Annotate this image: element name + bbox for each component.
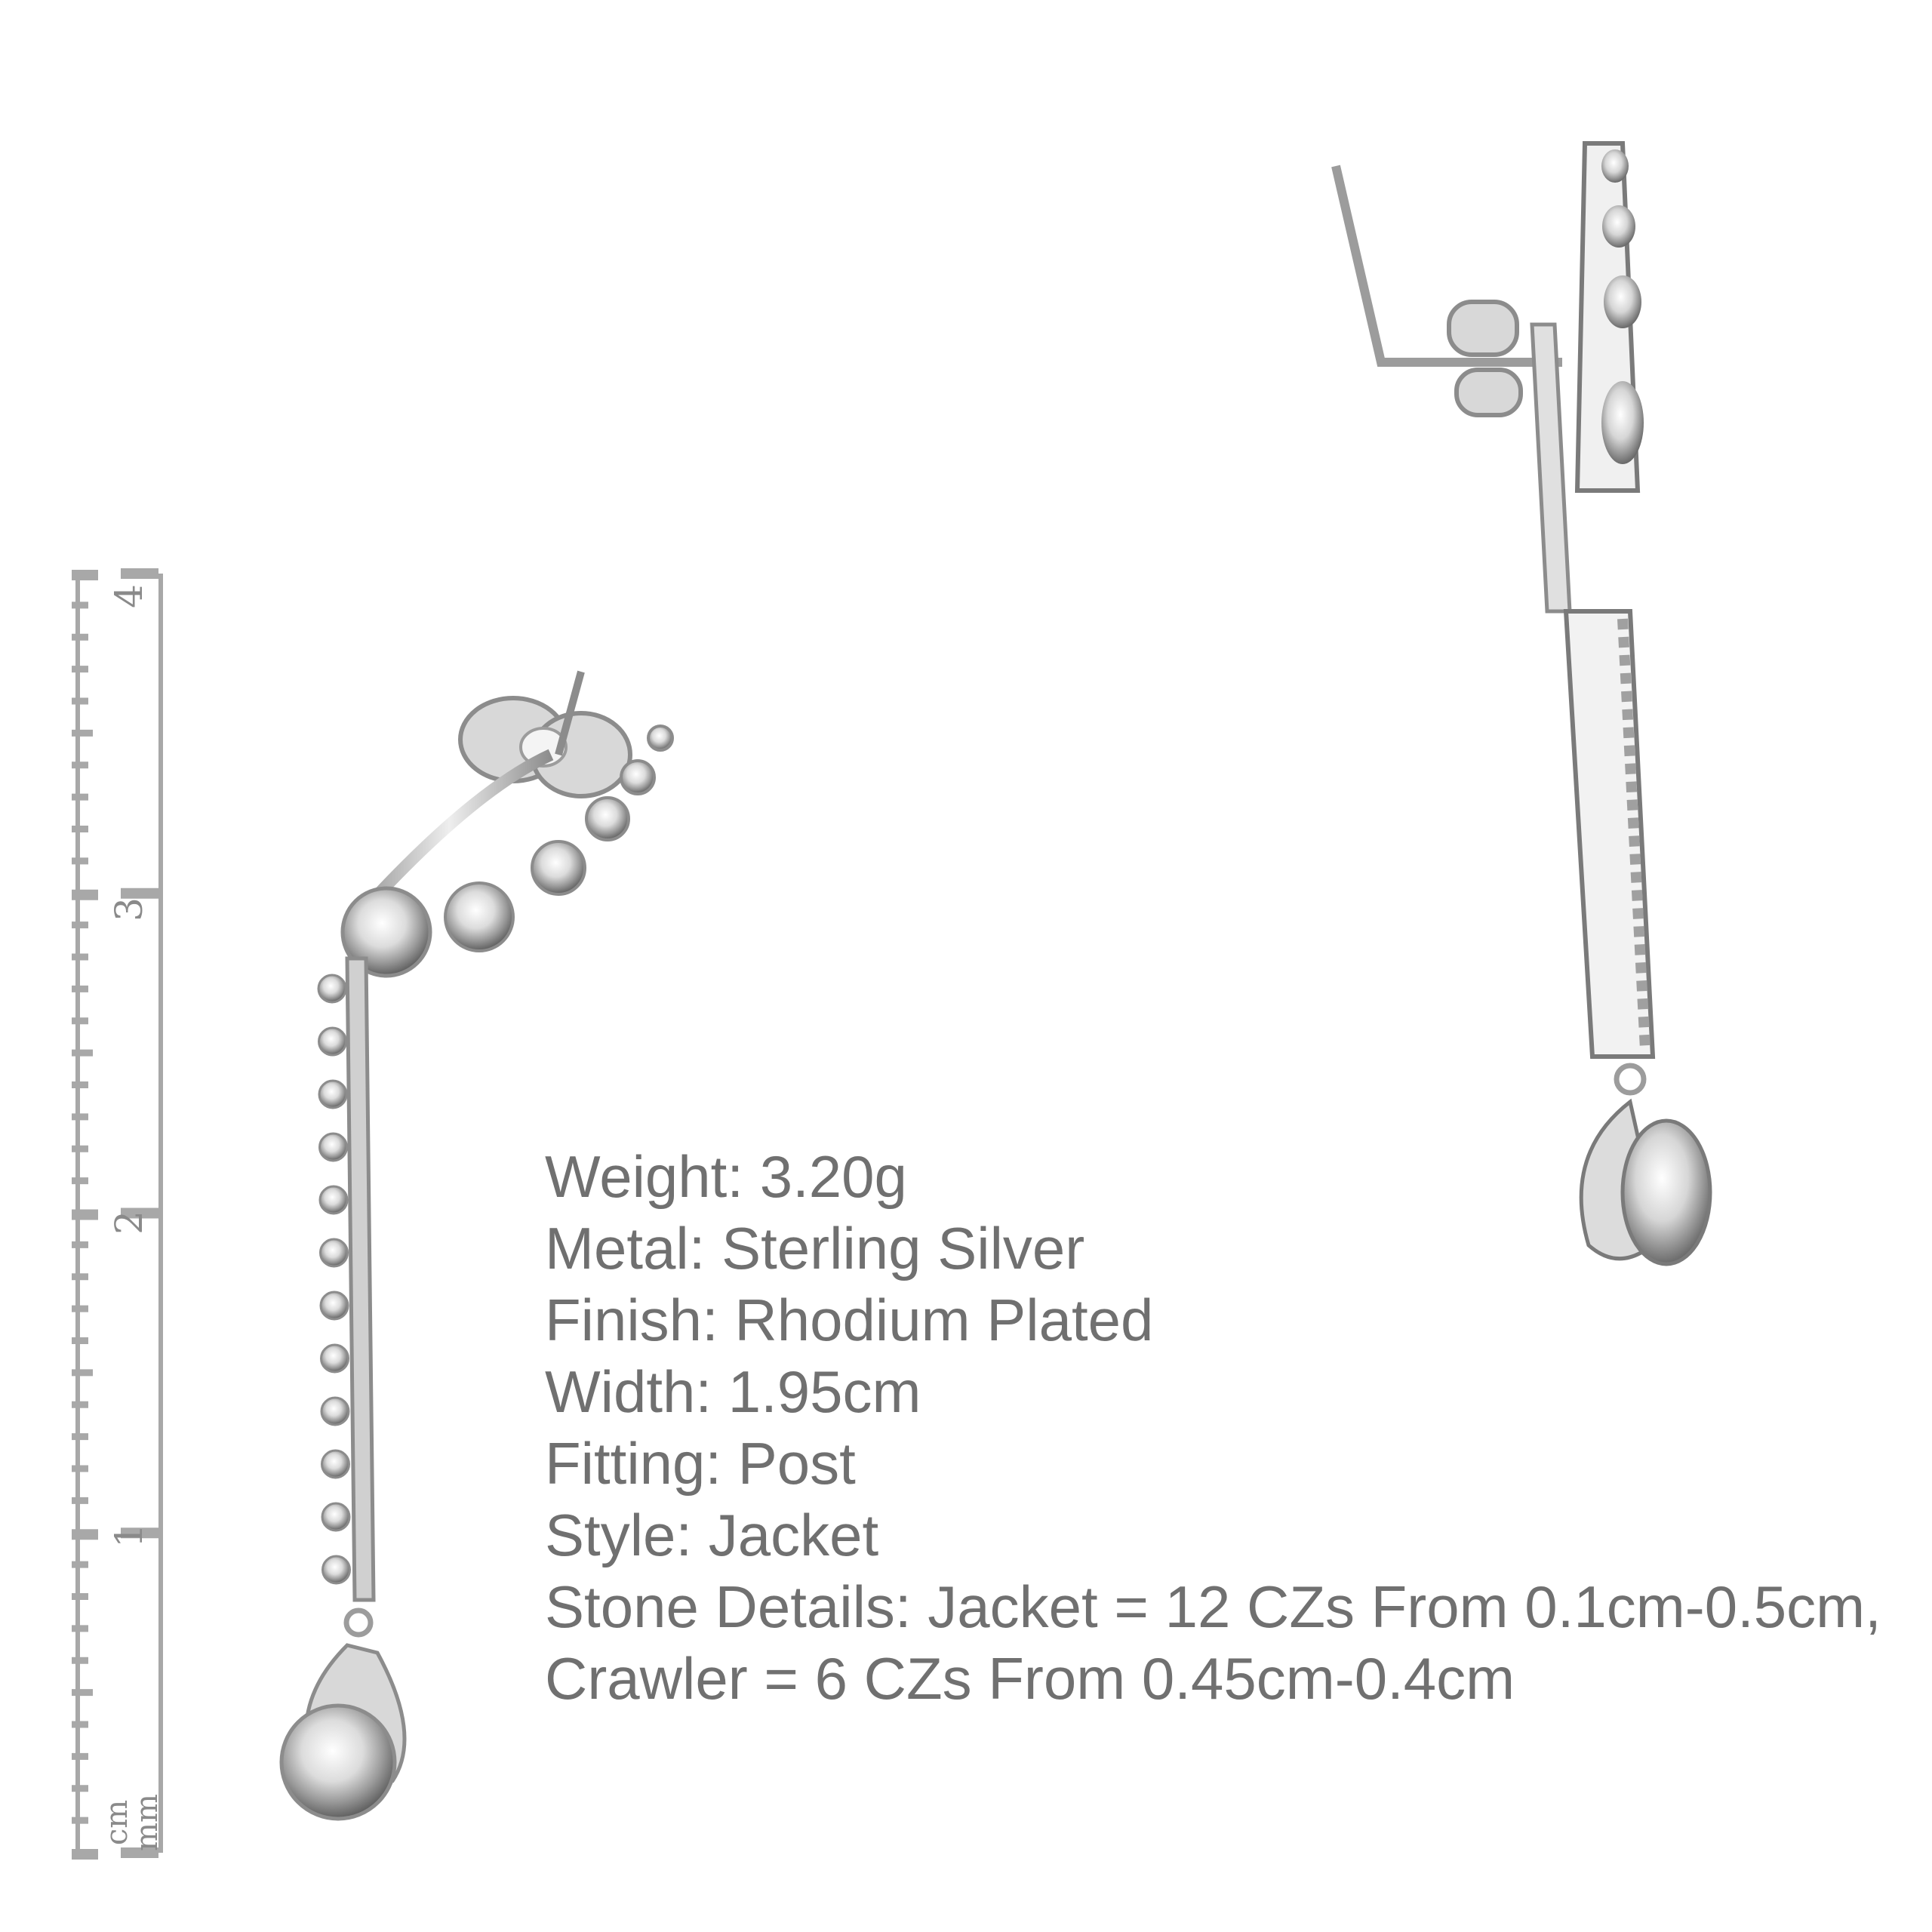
ruler-tick-cm	[121, 1847, 158, 1858]
ruler-number-1: 1	[107, 1524, 151, 1548]
ruler-tick-mm	[72, 921, 88, 929]
spec-style: Style: Jacket	[545, 1502, 879, 1568]
ruler-tick-mm	[72, 1689, 93, 1697]
earring-front-view	[279, 670, 674, 1821]
ruler-tick-mm	[72, 1433, 88, 1441]
ruler-tick-mm	[72, 826, 88, 832]
jacket-stone	[320, 1343, 349, 1374]
spec-fitting: Fitting: Post	[545, 1430, 856, 1497]
spec-stone-details: Stone Details: Jacket = 12 CZs From 0.1c…	[545, 1574, 1881, 1640]
jacket-stone	[318, 1079, 348, 1109]
ruler-tick-mm	[72, 1305, 88, 1312]
ruler-tick-mm	[72, 1849, 98, 1860]
jacket-stone	[318, 1026, 347, 1057]
jacket-stone	[321, 1449, 350, 1479]
ruler-tick-mm	[72, 1177, 88, 1185]
ruler-tick-mm	[72, 1017, 88, 1025]
ruler-tick-mm	[72, 1752, 88, 1760]
ruler: 4 3 2 1 cm mm	[72, 568, 165, 1860]
spec-metal: Metal: Sterling Silver	[545, 1215, 1085, 1281]
spec-finish: Finish: Rhodium Plated	[545, 1287, 1154, 1353]
spec-stone-details-cont: Crawler = 6 CZs From 0.45cm-0.4cm	[545, 1645, 1515, 1712]
side-jacket-bar	[1563, 609, 1656, 1059]
ruler-tick-mm	[72, 1241, 88, 1248]
jacket-stone	[319, 1238, 349, 1268]
jacket-stone	[321, 1555, 351, 1585]
ruler-tick-mm	[72, 1369, 93, 1377]
ruler-tick-mm	[72, 889, 98, 900]
ruler-number-2: 2	[107, 1211, 151, 1235]
ruler-tick-cm	[121, 1208, 158, 1219]
jacket-stones	[317, 974, 351, 1585]
ruler-unit-mm: mm	[130, 1794, 165, 1851]
jacket-stone	[319, 1291, 349, 1321]
jacket-stone	[318, 1185, 349, 1215]
ruler-tick-mm	[72, 1081, 88, 1088]
side-jump-ring	[1614, 1063, 1647, 1096]
ruler-tick-mm	[72, 761, 88, 769]
ruler-tick-mm	[72, 1049, 93, 1057]
ruler-tick-cm	[121, 1527, 158, 1539]
ruler-tick-mm	[72, 601, 88, 609]
ruler-number-3: 3	[107, 897, 151, 921]
ruler-tick-mm	[72, 1401, 88, 1408]
jump-ring	[343, 1607, 374, 1638]
jacket-stone	[321, 1502, 351, 1532]
ruler-unit-cm: cm	[100, 1800, 134, 1845]
ruler-label-4: 4	[107, 584, 151, 608]
ruler-tick-mm	[72, 1817, 88, 1824]
ruler-tick-cm	[121, 568, 158, 579]
ruler-tick-mm	[72, 1785, 88, 1792]
ruler-tick-mm	[72, 729, 93, 737]
side-drop-stone	[1620, 1118, 1712, 1266]
ruler-tick-mm	[72, 1113, 88, 1121]
ruler-tick-mm	[72, 1721, 88, 1728]
ruler-tick-mm	[72, 1625, 88, 1632]
jacket-stone	[320, 1396, 350, 1426]
ruler-tick-mm	[72, 985, 88, 992]
ruler-label-3: 3	[107, 897, 151, 921]
side-post	[1331, 165, 1562, 367]
side-butterfly-back	[1447, 300, 1523, 417]
ruler-tick-mm	[72, 857, 88, 865]
ruler-tick-mm	[72, 633, 88, 641]
jacket-stone	[318, 1132, 348, 1162]
ruler-tick-mm	[72, 1497, 88, 1504]
ruler-tick-mm	[72, 1593, 88, 1600]
ruler-tick-mm	[72, 1145, 88, 1152]
earring-side-view	[1331, 141, 1712, 1266]
ruler-tick-mm	[72, 666, 88, 673]
ruler-tick-mm	[72, 1561, 88, 1568]
jacket-stone	[317, 974, 347, 1004]
spec-weight: Weight: 3.20g	[545, 1143, 907, 1210]
ruler-tick-mm	[72, 793, 88, 801]
ruler-tick-mm	[72, 1529, 98, 1540]
ruler-edge	[158, 574, 163, 1853]
ruler-tick-mm	[72, 1273, 88, 1281]
drop-stone	[279, 1703, 397, 1821]
ruler-tick-mm	[72, 697, 88, 705]
ruler-number-4: 4	[107, 584, 151, 608]
ruler-unit-cm-label: cm	[100, 1800, 134, 1845]
ruler-label-2: 2	[107, 1211, 151, 1235]
side-jacket-stem	[1530, 322, 1572, 614]
ruler-tick-cm	[121, 888, 158, 899]
ruler-label-1: 1	[107, 1524, 151, 1548]
ruler-tick-mm	[72, 953, 88, 961]
ruler-tick-mm	[72, 1657, 88, 1664]
post	[555, 670, 585, 756]
product-specs: Weight: 3.20g Metal: Sterling Silver Fin…	[545, 1141, 1881, 1715]
ruler-tick-mm	[72, 1209, 98, 1220]
ruler-tick-mm	[72, 570, 98, 580]
ruler-ticks	[72, 568, 163, 1860]
ruler-tick-mm	[72, 1337, 88, 1344]
crawler-stones	[340, 724, 674, 978]
side-crawler-stones	[1601, 149, 1644, 464]
spec-width: Width: 1.95cm	[545, 1358, 921, 1425]
butterfly-back	[458, 696, 632, 798]
ruler-unit-mm-label: mm	[130, 1794, 165, 1851]
jacket-bar	[345, 956, 376, 1602]
ruler-tick-mm	[72, 1465, 88, 1472]
